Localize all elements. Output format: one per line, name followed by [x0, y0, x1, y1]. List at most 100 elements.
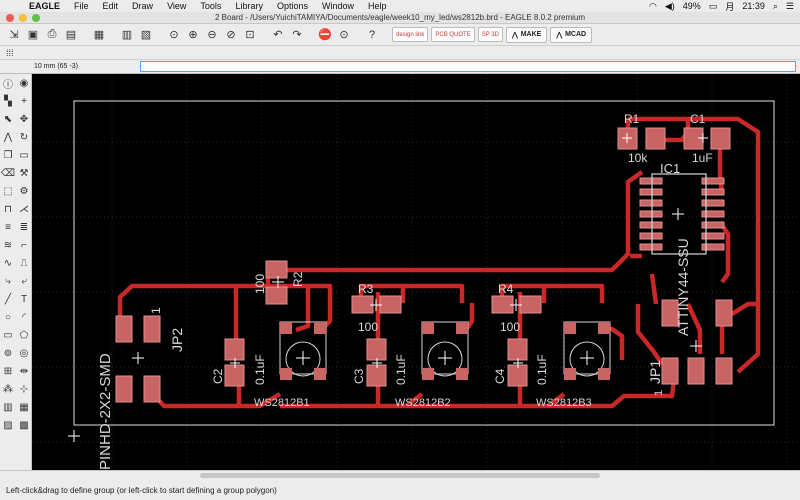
- miter-icon[interactable]: ⌐: [21, 239, 27, 251]
- rotate-icon[interactable]: ↻: [19, 131, 29, 143]
- sp-3d-button[interactable]: SP 3D: [477, 27, 503, 42]
- label-c1-value: 1uF: [692, 151, 713, 165]
- label-r3: R3: [358, 282, 374, 296]
- autorouter-icon[interactable]: ⊹: [19, 383, 29, 395]
- ulp-icon[interactable]: ▧: [140, 29, 152, 41]
- command-line-input[interactable]: [140, 61, 796, 72]
- delete-icon[interactable]: ⌫: [0, 167, 16, 179]
- menu-view[interactable]: View: [167, 1, 187, 11]
- wrench-icon[interactable]: ⚒: [19, 167, 29, 179]
- origin-markers: [68, 133, 708, 442]
- name-icon[interactable]: ≡: [5, 221, 11, 233]
- show-icon[interactable]: ◉: [19, 77, 29, 89]
- horizontal-scrollbar[interactable]: [200, 473, 600, 478]
- wire-icon[interactable]: ╱: [4, 293, 12, 305]
- paste-icon[interactable]: ▭: [19, 149, 29, 161]
- dimension-icon[interactable]: ⇹: [19, 365, 29, 377]
- menu-edit[interactable]: Edit: [102, 1, 119, 11]
- arc-icon[interactable]: ◜: [22, 311, 26, 323]
- go-icon[interactable]: ⊙: [339, 29, 349, 41]
- grid-icon[interactable]: ⁞⁞⁞: [6, 47, 14, 58]
- menu-library[interactable]: Library: [235, 1, 263, 11]
- hole-icon[interactable]: ◎: [19, 347, 29, 359]
- polygon-icon[interactable]: ⬠: [19, 329, 29, 341]
- mirror-icon[interactable]: ⋀: [3, 131, 13, 143]
- redo-icon[interactable]: ↷: [292, 29, 302, 41]
- window-controls: [0, 13, 40, 22]
- zoom-in-icon[interactable]: ⊕: [188, 29, 198, 41]
- status-menus: ◠ ◀) 49% ▭ 月 21:39 ⌕ ☰: [649, 0, 800, 13]
- menu-app-name[interactable]: EAGLE: [29, 1, 61, 11]
- menu-options[interactable]: Options: [276, 1, 308, 11]
- zoom-window-button[interactable]: [32, 13, 40, 22]
- battery-percent[interactable]: 49%: [682, 1, 701, 11]
- ratsnest-icon[interactable]: ⁂: [3, 383, 13, 395]
- menu-help[interactable]: Help: [368, 1, 387, 11]
- menu-tools[interactable]: Tools: [200, 1, 222, 11]
- route-icon[interactable]: ⤷: [5, 275, 11, 287]
- menu-file[interactable]: File: [74, 1, 89, 11]
- switch-schematic-icon[interactable]: ▦: [93, 29, 105, 41]
- lock-icon[interactable]: ⊓: [4, 203, 12, 215]
- ripup-icon[interactable]: ⤶: [21, 275, 27, 287]
- zoom-select-icon[interactable]: ⊡: [245, 29, 255, 41]
- move-icon[interactable]: ✥: [19, 113, 29, 125]
- battery-icon[interactable]: ▭: [708, 0, 718, 11]
- help-icon[interactable]: ?: [368, 28, 376, 41]
- save-icon[interactable]: ▣: [27, 29, 39, 41]
- minimize-window-button[interactable]: [19, 13, 27, 22]
- spotlight-icon[interactable]: ⌕: [772, 0, 778, 11]
- mark-icon[interactable]: +: [21, 95, 27, 107]
- circle-icon[interactable]: ○: [4, 311, 12, 323]
- system-menubar: EAGLE File Edit Draw View Tools Library …: [0, 0, 800, 12]
- change-icon[interactable]: ⚙: [19, 185, 29, 197]
- erc-icon[interactable]: ▥: [3, 401, 13, 413]
- board-drawing[interactable]: R1 10k C1 1uF IC1 ATTINY44-SSU R2 100 R3…: [32, 74, 800, 470]
- label-led1: WS2812B1: [254, 397, 310, 409]
- zoom-out-icon[interactable]: ⊖: [207, 29, 217, 41]
- undo-icon[interactable]: ↶: [273, 29, 283, 41]
- via-icon[interactable]: ⊚: [3, 347, 13, 359]
- wifi-icon[interactable]: ◠: [649, 0, 657, 11]
- led3-footprint: [563, 321, 611, 380]
- make-icon: ⋀: [511, 31, 518, 39]
- clock-time[interactable]: 21:39: [742, 1, 765, 11]
- close-window-button[interactable]: [6, 13, 14, 22]
- text-icon[interactable]: T: [20, 293, 28, 305]
- print-icon[interactable]: ⎙: [47, 28, 57, 40]
- mcad-button[interactable]: ⋀MCAD: [550, 26, 593, 43]
- pcb-quote-button[interactable]: PCB QUOTE: [431, 27, 475, 42]
- group-icon[interactable]: ⬚: [3, 185, 13, 197]
- smash-icon[interactable]: ≋: [3, 239, 13, 251]
- stop-icon[interactable]: ⛔: [318, 29, 332, 41]
- make-button[interactable]: ⋀MAKE: [505, 26, 548, 43]
- ic1-outline: [651, 173, 707, 255]
- volume-icon[interactable]: ◀): [664, 0, 675, 11]
- display-layers-icon[interactable]: ▚: [4, 95, 12, 107]
- info-icon[interactable]: ⓘ: [3, 79, 13, 91]
- design-link-button[interactable]: design link: [392, 27, 429, 42]
- notification-center-icon[interactable]: ☰: [785, 0, 794, 11]
- cam-icon[interactable]: ▤: [65, 29, 77, 41]
- menu-draw[interactable]: Draw: [132, 1, 154, 11]
- select-icon[interactable]: ⬉: [3, 113, 13, 125]
- zoom-redraw-icon[interactable]: ⊘: [226, 29, 236, 41]
- split-wire-icon[interactable]: ∿: [3, 257, 13, 269]
- value-icon[interactable]: ≣: [19, 221, 29, 233]
- attribute-icon[interactable]: ⊞: [3, 365, 13, 377]
- rect-icon[interactable]: ▭: [3, 329, 13, 341]
- script-icon[interactable]: ▥: [121, 29, 133, 41]
- optimize-icon[interactable]: ⎍: [20, 257, 28, 269]
- open-icon[interactable]: ⇲: [9, 29, 19, 41]
- copy-icon[interactable]: ❐: [3, 149, 13, 161]
- board-canvas[interactable]: R1 10k C1 1uF IC1 ATTINY44-SSU R2 100 R3…: [32, 74, 800, 470]
- ulp-run-icon[interactable]: ▩: [19, 419, 29, 431]
- zoom-fit-icon[interactable]: ⊙: [169, 29, 179, 41]
- menu-window[interactable]: Window: [321, 1, 354, 11]
- errors-icon[interactable]: ▨: [3, 419, 13, 431]
- board-outline: [73, 100, 775, 426]
- split-icon[interactable]: ⋌: [19, 203, 29, 215]
- drc-icon[interactable]: ▦: [19, 401, 29, 413]
- clock-day[interactable]: 月: [725, 1, 735, 12]
- label-r1-value: 10k: [628, 151, 648, 165]
